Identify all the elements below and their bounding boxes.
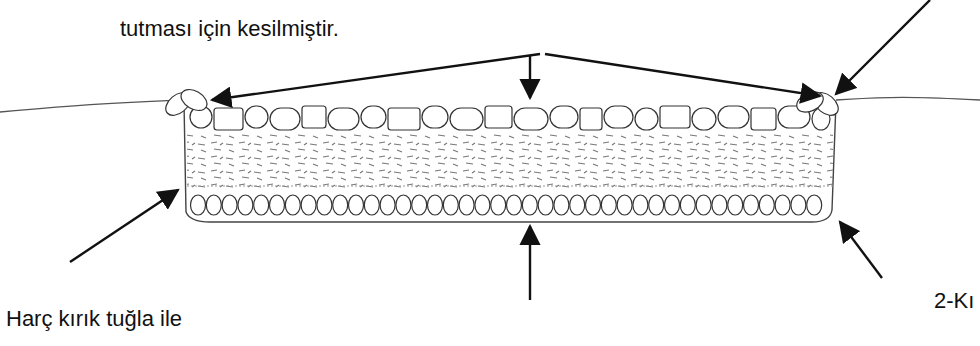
pebble <box>775 195 790 215</box>
ground-line <box>836 97 980 100</box>
pebble <box>301 195 316 215</box>
leader-arrow <box>836 0 930 94</box>
pebble <box>270 195 285 215</box>
trench-outline <box>184 102 836 222</box>
stone <box>718 106 749 128</box>
pebble <box>396 195 411 215</box>
leader-arrow <box>545 54 820 96</box>
leader-arrow <box>840 222 882 278</box>
pebble <box>665 195 680 215</box>
bottom-pebbles <box>191 195 822 215</box>
pebble <box>538 195 553 215</box>
pebble <box>680 195 695 215</box>
note-label: tutması için kesilmiştir. <box>120 16 339 41</box>
stone <box>270 108 300 130</box>
stone <box>580 108 602 130</box>
stone <box>302 106 326 128</box>
top-stones <box>190 106 830 130</box>
note-label: Harç kırık tuğla ile <box>6 306 182 331</box>
stone <box>692 108 716 130</box>
stone <box>550 106 578 128</box>
leader-arrow <box>212 54 540 100</box>
leader-arrow <box>529 56 531 98</box>
pebble <box>285 195 300 215</box>
stone <box>214 108 243 130</box>
pebble <box>380 195 395 215</box>
pebble <box>491 195 506 215</box>
note-label: 2-Kı <box>934 288 974 313</box>
mortar-layer <box>187 132 833 188</box>
pebble <box>570 195 585 215</box>
leader-arrow <box>529 226 531 300</box>
pebble <box>586 195 601 215</box>
stone <box>660 106 690 128</box>
pebble <box>349 195 364 215</box>
pebble <box>191 195 206 215</box>
pebble <box>412 195 427 215</box>
pebble <box>317 195 332 215</box>
pebble <box>759 195 774 215</box>
pebble <box>475 195 490 215</box>
stone <box>604 106 633 128</box>
pebble <box>617 195 632 215</box>
pebble <box>728 195 743 215</box>
pebble <box>333 195 348 215</box>
pebble <box>807 195 822 215</box>
pebble <box>428 195 443 215</box>
pebble <box>443 195 458 215</box>
layer-line <box>187 186 833 187</box>
pebble <box>712 195 727 215</box>
stone <box>450 108 483 130</box>
pebble <box>206 195 221 215</box>
stone <box>328 108 359 130</box>
pebble <box>649 195 664 215</box>
stone <box>388 108 420 130</box>
stone <box>635 108 658 130</box>
pebble <box>459 195 474 215</box>
pebble <box>744 195 759 215</box>
leader-arrow <box>70 190 178 262</box>
arrows <box>70 0 930 300</box>
pebble <box>507 195 522 215</box>
pebble <box>696 195 711 215</box>
stone <box>422 106 448 128</box>
pebble <box>791 195 806 215</box>
pebble <box>222 195 237 215</box>
stone <box>485 106 512 128</box>
pebble <box>238 195 253 215</box>
stone <box>514 108 548 130</box>
pebble <box>554 195 569 215</box>
pebble <box>522 195 537 215</box>
pebble <box>254 195 269 215</box>
edge-stone <box>177 85 210 115</box>
ground-line <box>0 100 186 112</box>
pebble <box>633 195 648 215</box>
pebble <box>601 195 616 215</box>
stone <box>245 106 268 128</box>
stone <box>751 108 776 130</box>
stone <box>361 106 386 128</box>
pebble <box>364 195 379 215</box>
